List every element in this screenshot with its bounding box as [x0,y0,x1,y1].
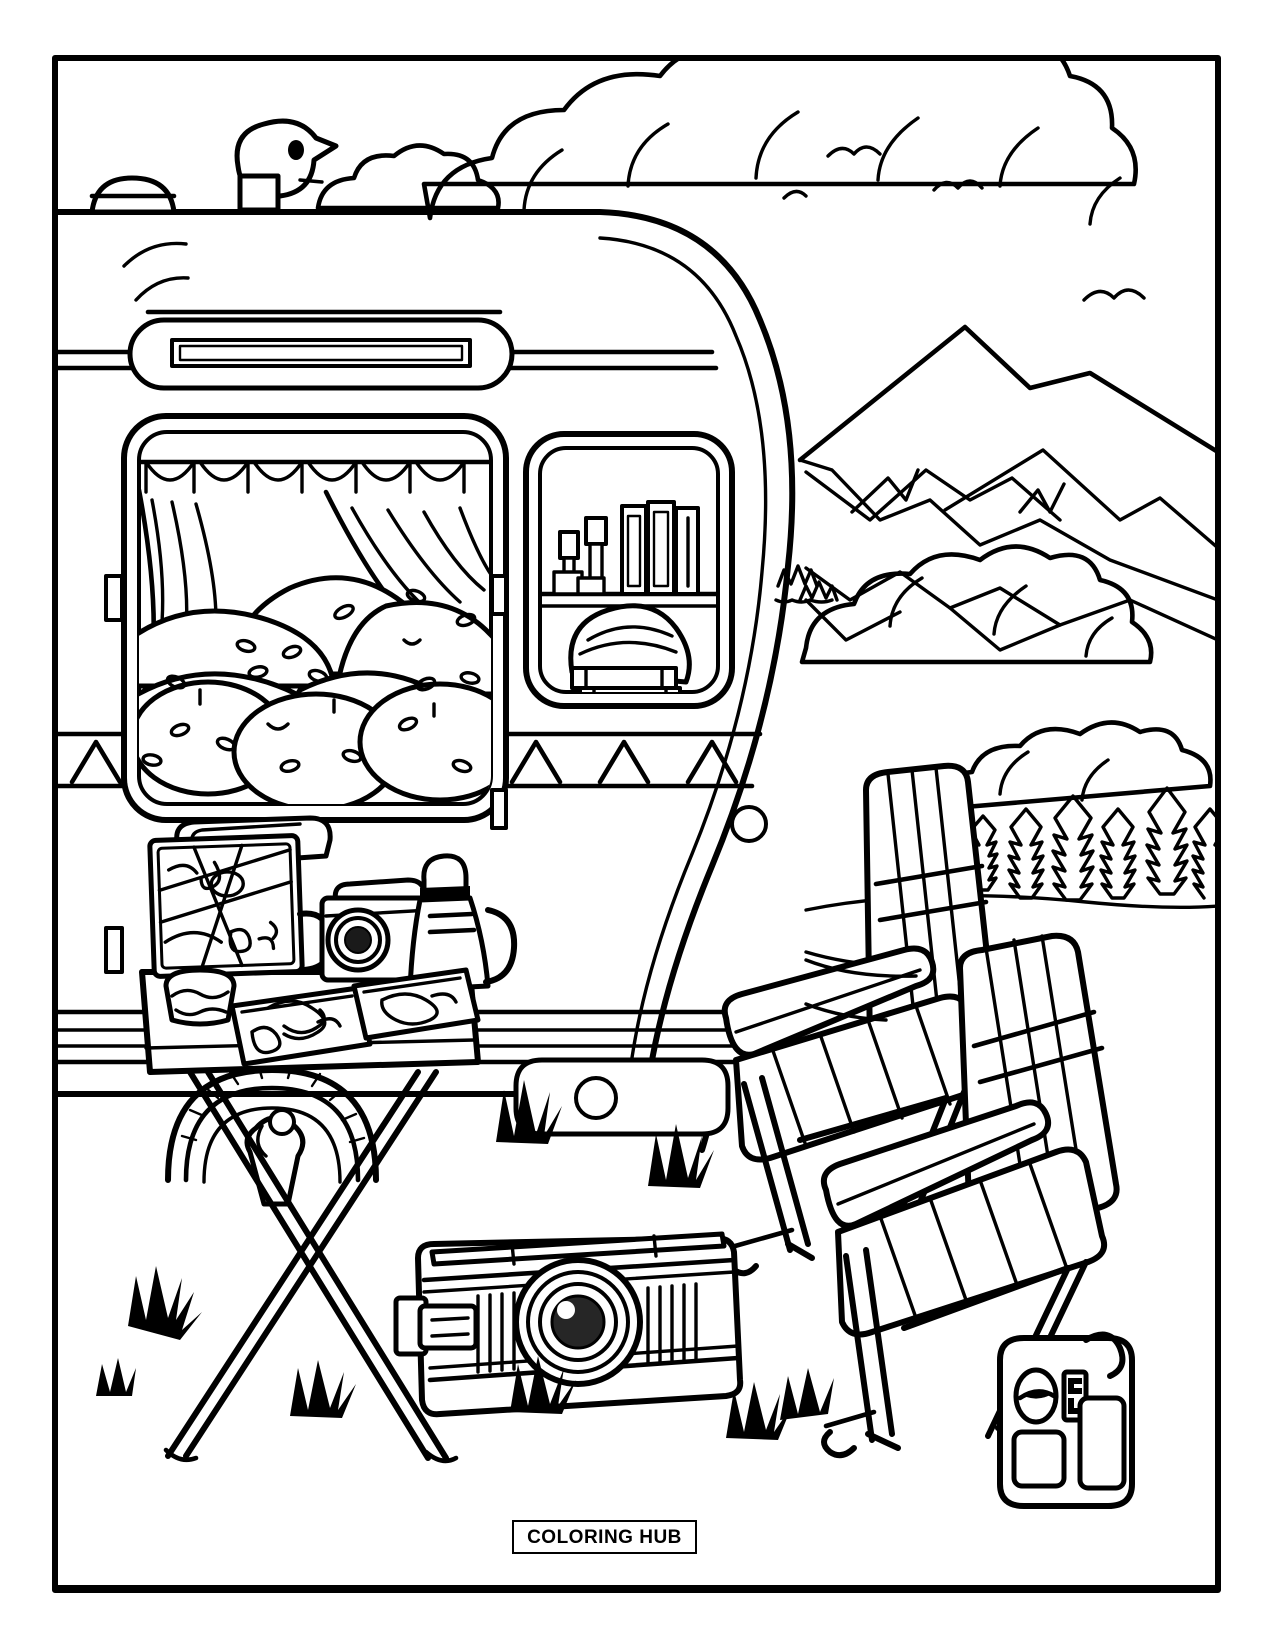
grass-tufts [96,1080,834,1440]
table-legs [163,1069,459,1464]
radio-speaker [1013,1367,1059,1425]
door-latch-top [490,574,508,616]
bookshelf-window [523,431,735,709]
hat [568,603,692,685]
door-window [104,413,509,974]
projector-knob [393,1295,479,1357]
coloring-hub-logo: COLORING HUB [512,1520,697,1554]
door-hinge-bottom [104,926,124,974]
sky-group [315,60,1213,813]
bird-flock-icon [782,145,1146,302]
storage-hatch [513,1057,731,1137]
projector [393,1231,744,1418]
camera [319,877,437,983]
door-latch-bottom [490,788,508,830]
camper-trailer [57,118,796,1207]
cushion-pile [139,575,491,804]
trailer-wheel [165,1062,379,1207]
bird-on-roof-icon [234,118,339,213]
stacked-books [570,666,682,692]
marker-light [730,805,768,843]
ground-strokes [804,958,918,1022]
map-frame [147,815,334,979]
coffee-percolator [407,853,518,993]
page-border [52,55,1221,1593]
plate [351,967,481,1041]
awning-vent [127,309,515,391]
serving-tray [229,985,373,1067]
candle-set [552,516,608,596]
roof-vent-hood [89,175,177,215]
bowl [163,967,237,1027]
portable-radio [997,1331,1135,1509]
door-hinge-top [104,574,124,622]
mountain-range [797,324,1216,652]
coloring-hub-logo-text: COLORING HUB [527,1526,682,1548]
folding-camp-table [139,815,518,1464]
book-row [620,500,700,596]
